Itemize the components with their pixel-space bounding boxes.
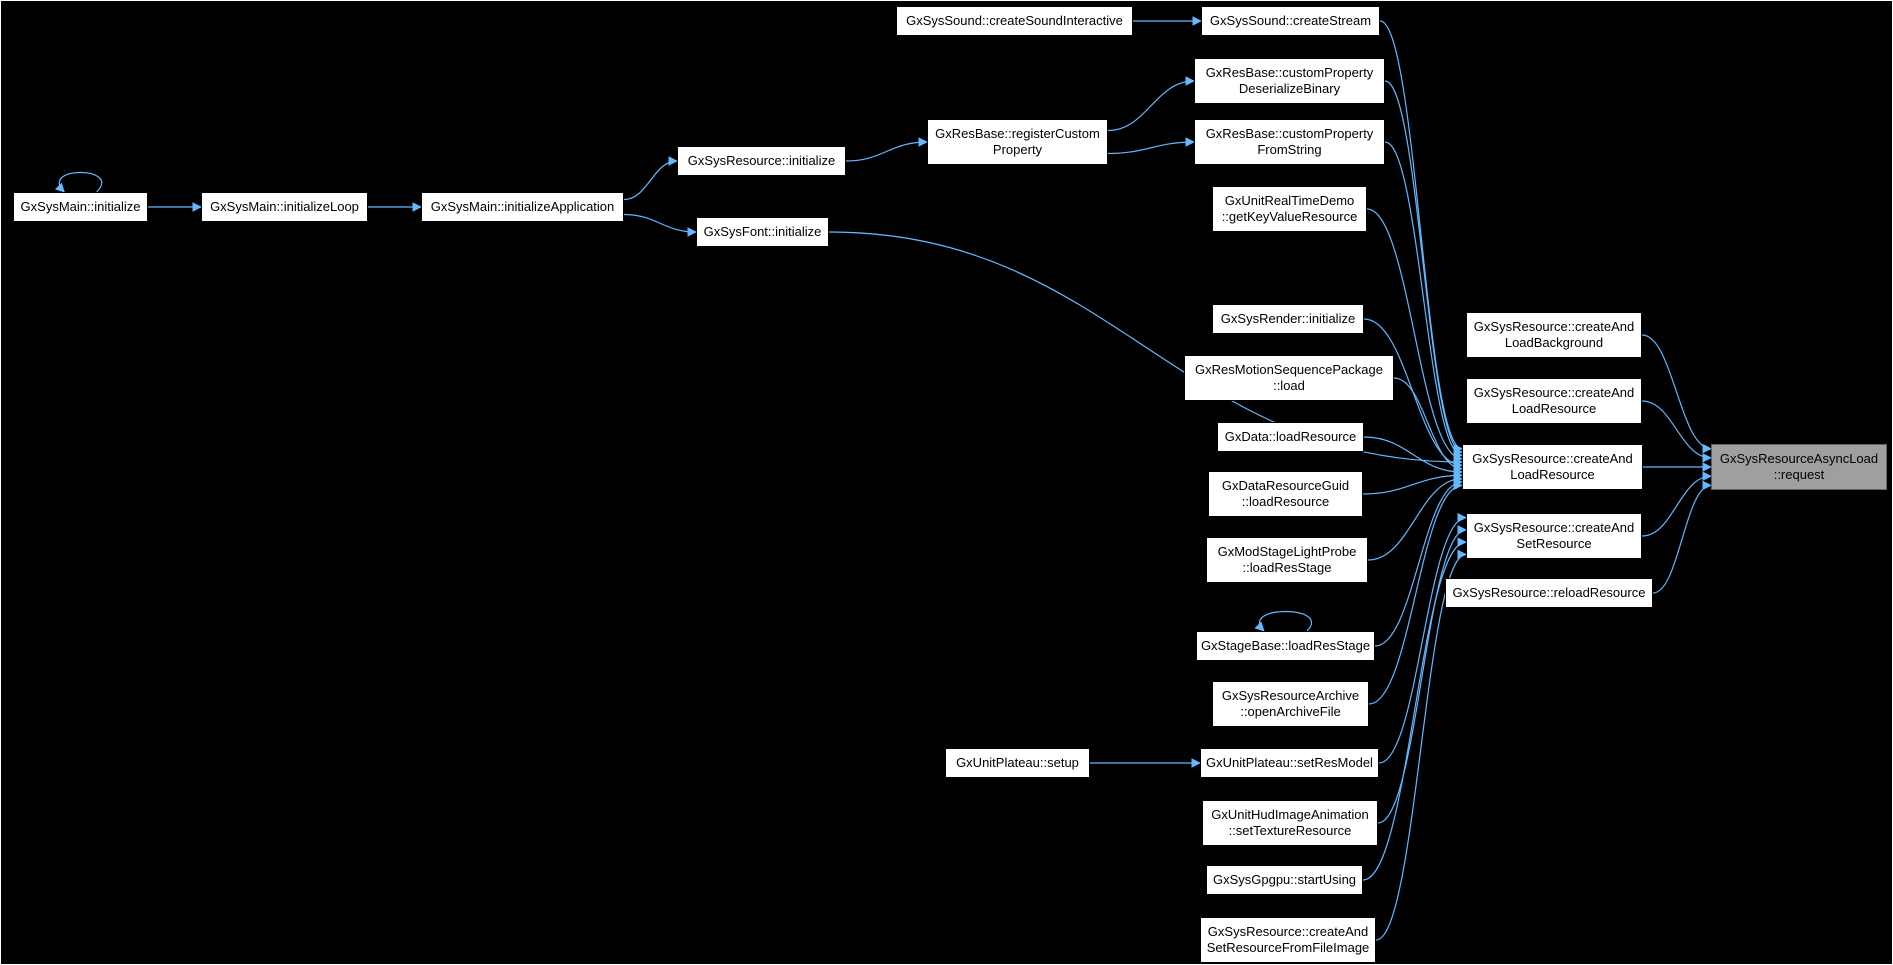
node-sysresource-create-and-load-background[interactable]: GxSysResource::createAnd LoadBackground: [1466, 312, 1642, 358]
node-sysresourceasyncload-request: GxSysResourceAsyncLoad ::request: [1711, 444, 1887, 490]
edge-sysfont-initialize-to-sysresource-create-and-load-resource: [828, 231, 1463, 467]
edge-sysmain-initialize-application-to-sysresource-initialize: [623, 156, 678, 201]
node-resmotionsequencepackage-load[interactable]: GxResMotionSequencePackage ::load: [1184, 355, 1394, 401]
node-resbase-custom-property-deserialize-binary[interactable]: GxResBase::customProperty DeserializeBin…: [1194, 58, 1385, 104]
node-data-load-resource[interactable]: GxData::loadResource: [1217, 422, 1364, 452]
edge-unitplateau-set-res-model-to-sysresource-create-and-set-resource: [1378, 512, 1467, 764]
node-modstagelightprobe-load-res-stage[interactable]: GxModStageLightProbe ::loadResStage: [1206, 537, 1368, 583]
edge-dataresourceguid-load-resource-to-sysresource-create-and-load-resource: [1362, 470, 1463, 495]
edge-resbase-custom-property-deserialize-binary-to-sysresource-create-and-load-resource: [1384, 80, 1463, 457]
node-sysgpgpu-start-using[interactable]: GxSysGpgpu::startUsing: [1206, 865, 1363, 895]
node-resbase-register-custom-property[interactable]: GxResBase::registerCustom Property: [927, 119, 1108, 165]
node-unithudimageanimation-set-texture-resource[interactable]: GxUnitHudImageAnimation ::setTextureReso…: [1202, 800, 1378, 846]
edge-unitrealtimedemo-get-key-value-resource-to-sysresource-create-and-load-resource: [1366, 208, 1463, 464]
node-sysresource-create-and-set-resource-from-file-image[interactable]: GxSysResource::createAnd SetResourceFrom…: [1200, 917, 1376, 963]
edge-resbase-custom-property-from-string-to-sysresource-create-and-load-resource: [1384, 141, 1463, 461]
node-syssound-create-stream[interactable]: GxSysSound::createStream: [1201, 6, 1380, 36]
node-stagebase-load-res-stage[interactable]: GxStageBase::loadResStage: [1196, 631, 1375, 661]
edge-sysresourcearchive-open-archive-file-to-sysresource-create-and-load-resource: [1368, 480, 1463, 705]
edge-resbase-register-custom-property-to-resbase-custom-property-from-string: [1107, 137, 1195, 155]
node-sysmain-initialize-application[interactable]: GxSysMain::initializeApplication: [421, 192, 624, 222]
edge-sysresource-reload-resource-to-sysresourceasyncload-request: [1652, 480, 1712, 594]
edge-sysgpgpu-start-using-to-sysresource-create-and-set-resource: [1362, 537, 1467, 881]
node-sysresource-create-and-load-resource[interactable]: GxSysResource::createAnd LoadResource: [1462, 444, 1643, 490]
node-sysresource-create-and-load-resource-2[interactable]: GxSysResource::createAnd LoadResource: [1466, 378, 1642, 424]
edge-sysresource-create-and-set-resource-to-sysresourceasyncload-request: [1641, 471, 1712, 537]
node-sysresource-reload-resource[interactable]: GxSysResource::reloadResource: [1445, 578, 1653, 608]
edge-modstagelightprobe-load-res-stage-to-sysresource-create-and-load-resource: [1367, 473, 1463, 561]
edge-sysmain-initialize-application-to-sysfont-initialize: [623, 213, 697, 237]
edge-resbase-register-custom-property-to-resbase-custom-property-deserialize-binary: [1107, 76, 1195, 132]
node-unitplateau-set-res-model[interactable]: GxUnitPlateau::setResModel: [1200, 748, 1379, 778]
node-sysresourcearchive-open-archive-file[interactable]: GxSysResourceArchive ::openArchiveFile: [1212, 681, 1369, 727]
edge-stagebase-load-res-stage-to-stagebase-load-res-stage: [1254, 611, 1312, 632]
node-dataresourceguid-load-resource[interactable]: GxDataResourceGuid ::loadResource: [1208, 471, 1363, 517]
node-sysrender-initialize[interactable]: GxSysRender::initialize: [1212, 304, 1364, 334]
node-sysresource-initialize[interactable]: GxSysResource::initialize: [677, 146, 846, 176]
node-unitrealtimedemo-get-key-value-resource[interactable]: GxUnitRealTimeDemo ::getKeyValueResource: [1212, 186, 1367, 232]
node-unitplateau-setup[interactable]: GxUnitPlateau::setup: [945, 748, 1090, 778]
edge-stagebase-load-res-stage-to-sysresource-create-and-load-resource: [1374, 477, 1463, 647]
edge-sysresource-create-and-set-resource-from-file-image-to-sysresource-create-and-set-resource: [1375, 549, 1467, 941]
edge-data-load-resource-to-sysresource-create-and-load-resource: [1363, 436, 1463, 477]
edge-sysmain-initialize-to-sysmain-initialize: [54, 172, 103, 193]
node-sysmain-initialize[interactable]: GxSysMain::initialize: [13, 192, 148, 222]
node-syssound-create-sound-interactive[interactable]: GxSysSound::createSoundInteractive: [896, 6, 1133, 36]
edge-unithudimageanimation-set-texture-resource-to-sysresource-create-and-set-resource: [1377, 525, 1467, 824]
node-sysmain-initialize-loop[interactable]: GxSysMain::initializeLoop: [201, 192, 368, 222]
edge-syssound-create-stream-to-sysresource-create-and-load-resource: [1379, 20, 1463, 454]
edge-resmotionsequencepackage-load-to-sysresource-create-and-load-resource: [1393, 377, 1463, 474]
node-sysfont-initialize[interactable]: GxSysFont::initialize: [696, 217, 829, 247]
node-resbase-custom-property-from-string[interactable]: GxResBase::customProperty FromString: [1194, 119, 1385, 165]
edge-sysresource-initialize-to-resbase-register-custom-property: [845, 137, 928, 162]
edge-sysresource-create-and-load-resource-2-to-sysresourceasyncload-request: [1641, 400, 1712, 463]
edge-sysresource-create-and-load-background-to-sysresourceasyncload-request: [1641, 334, 1712, 454]
node-sysresource-create-and-set-resource[interactable]: GxSysResource::createAnd SetResource: [1466, 513, 1642, 559]
